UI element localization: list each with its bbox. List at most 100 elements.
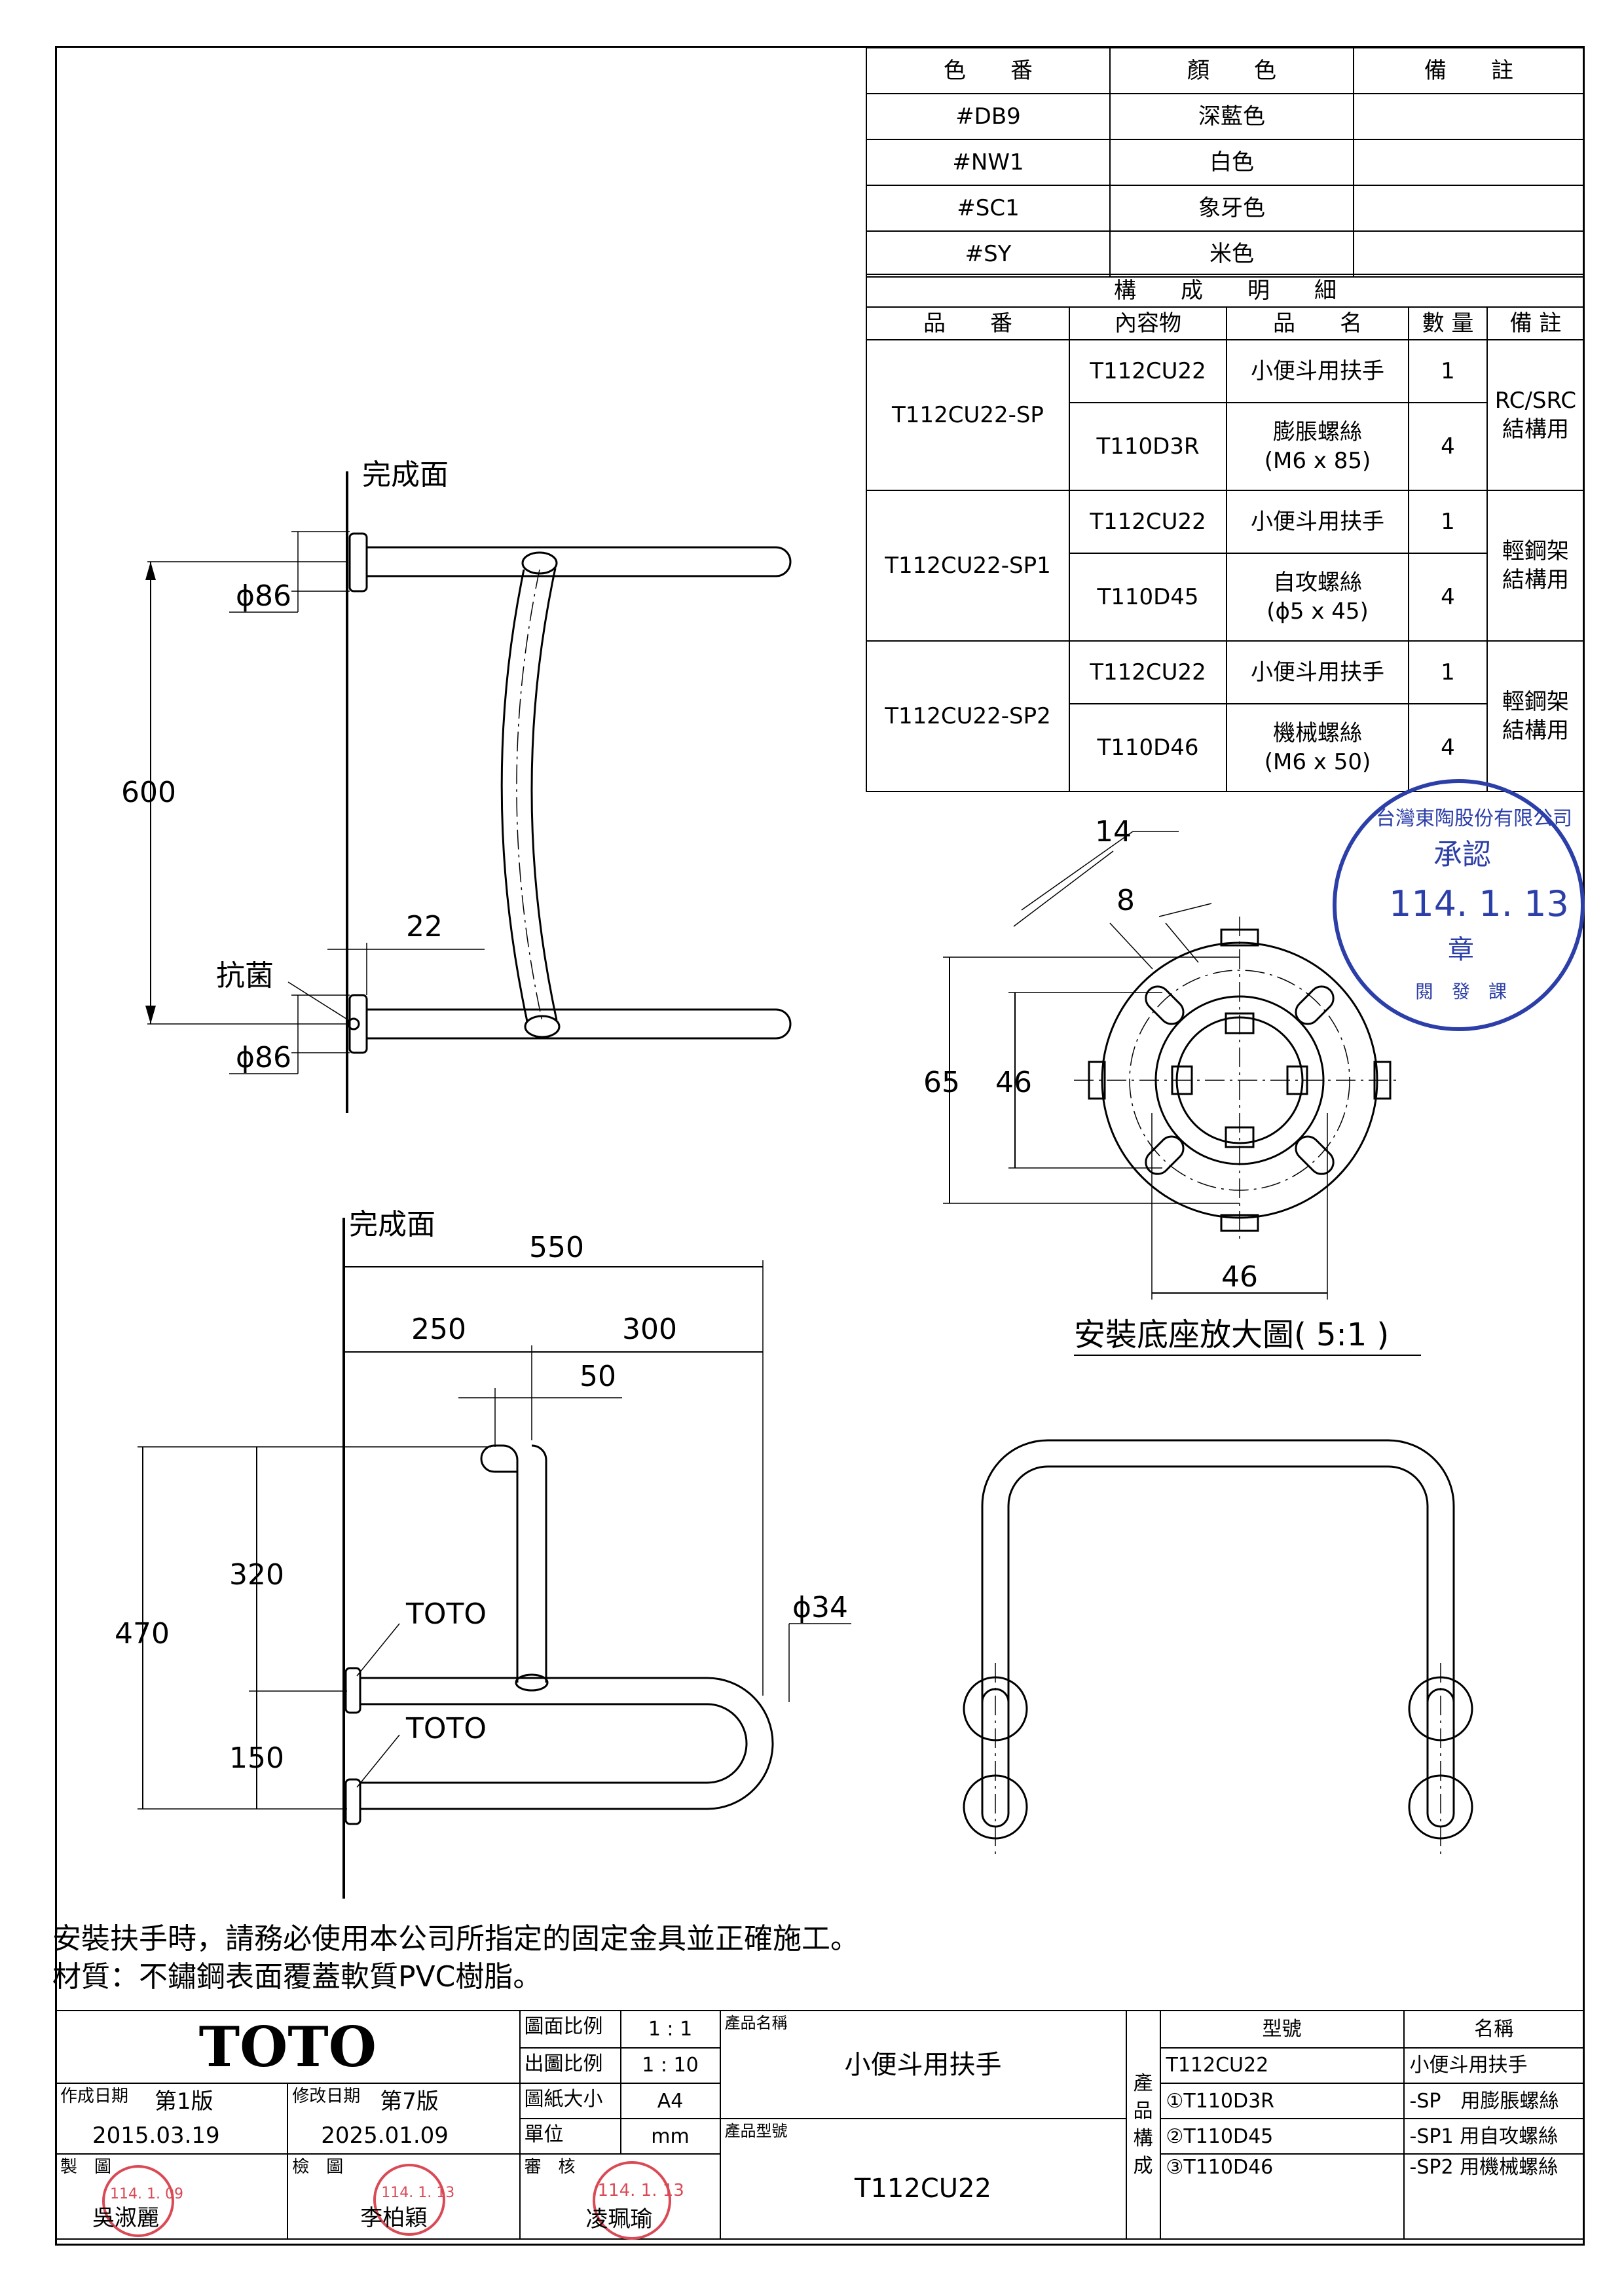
table-row: T112CU22-SP T112CU22 小便斗用扶手 1 RC/SRC 結構用 xyxy=(866,339,1585,492)
base-detail-view xyxy=(943,831,1421,1356)
content-code: T110D3R xyxy=(1069,402,1227,492)
mount-slot xyxy=(1145,985,1185,1025)
content-code: T110D45 xyxy=(1069,553,1227,642)
table-row: T110D45 自攻螺絲 (ϕ5 x 45) 4 xyxy=(866,553,1584,642)
size-label: 圖紙大小 xyxy=(519,2083,621,2120)
maker-stamp-date: 114. 1. 09 xyxy=(110,2186,183,2203)
drawing-frame xyxy=(55,46,1585,2246)
antibacterial-leader xyxy=(287,981,351,1022)
comp-header-model: 型號 xyxy=(1159,2010,1405,2049)
reviewer-stamp-date: 114. 1. 13 xyxy=(597,2181,684,2201)
dia-34-label: ϕ34 xyxy=(792,1591,848,1624)
stamp-dept: 閱 發 課 xyxy=(1415,981,1507,1002)
table-row: #SY 米色 xyxy=(866,230,1585,278)
comp-model: ①T110D3R xyxy=(1159,2083,1405,2120)
dim-470-label: 470 xyxy=(115,1617,170,1650)
dim-14-ext xyxy=(1013,850,1114,927)
comp-name: -SP2 用機械螺絲 xyxy=(1403,2153,1585,2240)
checker-stamp-date: 114. 1. 13 xyxy=(381,2185,455,2202)
color-header-note: 備 註 xyxy=(1353,47,1585,94)
created-date: 2015.03.19 xyxy=(92,2123,220,2149)
color-name: 米色 xyxy=(1109,230,1354,278)
upper-wall-flange xyxy=(344,1667,361,1714)
comp-model: ③T110D46 xyxy=(1159,2153,1405,2240)
material-note: 材質：不鏽鋼表面覆蓋軟質PVC樹脂。 xyxy=(52,1960,542,1994)
dia-86-bottom: ϕ86 xyxy=(236,1041,291,1074)
antibacterial-label: 抗菌 xyxy=(216,959,274,993)
color-header-code: 色 番 xyxy=(866,47,1111,94)
parts-header-content: 內容物 xyxy=(1069,306,1227,341)
dim-550-label: 550 xyxy=(529,1231,584,1264)
color-note xyxy=(1353,230,1585,278)
product-name-label: 產品名稱 xyxy=(724,2014,788,2032)
approval-stamp: 台灣東陶股份有限公司 承認 114. 1. 13 章 閱 發 課 xyxy=(1333,779,1585,1031)
u-bar-outer xyxy=(360,1677,774,1810)
stamp-date: 114. 1. 13 xyxy=(1389,883,1569,924)
riser-left xyxy=(480,1444,519,1683)
dim-46-h-label: 46 xyxy=(1221,1260,1258,1294)
base-detail-caption: 安裝底座放大圖( 5:1 ) xyxy=(1074,1317,1389,1353)
created-label: 作成日期 xyxy=(60,2086,129,2107)
content-code: T112CU22 xyxy=(1069,339,1227,404)
reviewer-label: 審 核 xyxy=(524,2157,576,2178)
bottom-wall-flange xyxy=(348,994,368,1054)
u-frame-inner xyxy=(1007,1465,1429,1709)
toto-leader xyxy=(356,1623,400,1677)
toto-brand-mark-2: TOTO xyxy=(405,1712,487,1745)
top-bar xyxy=(367,546,792,577)
mount-slot xyxy=(1295,985,1335,1025)
maker-stamp: 114. 1. 09 xyxy=(102,2165,183,2238)
content-qty: 4 xyxy=(1408,402,1488,492)
scale-label: 圖面比例 xyxy=(519,2010,621,2049)
unit-value: mm xyxy=(619,2118,721,2155)
checker-stamp: 114. 1. 13 xyxy=(373,2164,454,2236)
technical-drawing: 完成面 ϕ86 600 22 抗菌 ϕ86 14 8 65 46 46 安裝底座… xyxy=(115,458,1473,1899)
comp-model: ②T110D45 xyxy=(1159,2118,1405,2155)
color-table-header: 色 番 顏 色 備 註 xyxy=(866,47,1585,94)
side-view xyxy=(145,471,792,1113)
stamp-ring-text: 台灣東陶股份有限公司 xyxy=(1376,807,1572,830)
lower-wall-flange xyxy=(344,1778,361,1825)
stamp-title: 承認 xyxy=(1433,838,1491,871)
comp-name: -SP 用膨脹螺絲 xyxy=(1403,2083,1585,2120)
content-name: 小便斗用扶手 xyxy=(1226,339,1409,404)
dim-250-label: 250 xyxy=(411,1313,466,1346)
parts-table-title: 構 成 明 細 xyxy=(866,273,1585,308)
content-qty: 1 xyxy=(1408,640,1488,705)
content-qty: 4 xyxy=(1408,703,1488,793)
toto-logo: TOTO xyxy=(55,2009,521,2085)
parts-header-qty: 數 量 xyxy=(1408,306,1488,341)
table-row: T112CU22-SP1 T112CU22 小便斗用扶手 1 輕鋼架 結構用 xyxy=(866,490,1585,642)
mount-slot xyxy=(1295,1135,1335,1175)
reviewer-name: 凌珮瑜 xyxy=(585,2206,653,2233)
dim-ext-line xyxy=(1165,922,1199,963)
curved-bar-right-edge xyxy=(530,568,558,1021)
dim-300-label: 300 xyxy=(622,1313,677,1346)
size-value: A4 xyxy=(619,2083,721,2120)
dia-86-top: ϕ86 xyxy=(236,579,291,613)
color-code: #SY xyxy=(866,230,1111,278)
dim-65-label: 65 xyxy=(923,1066,960,1099)
reviewer-stamp: 114. 1. 13 xyxy=(592,2161,684,2240)
color-name: 深藍色 xyxy=(1109,93,1354,140)
top-joint xyxy=(521,551,558,575)
u-bar-inner xyxy=(360,1703,748,1784)
table-row: T112CU22-SP2 T112CU22 小便斗用扶手 1 輕鋼架 結構用 xyxy=(866,640,1585,793)
table-row: #SC1 象牙色 xyxy=(866,185,1585,232)
antibacterial-mark xyxy=(347,1017,360,1030)
comp-name: -SP1 用自攻螺絲 xyxy=(1403,2118,1585,2155)
toto-brand-mark-1: TOTO xyxy=(405,1597,487,1631)
stamp-seal: 章 xyxy=(1448,935,1474,965)
part-note: 輕鋼架 結構用 xyxy=(1486,490,1585,642)
content-qty: 4 xyxy=(1408,553,1488,642)
content-code: T112CU22 xyxy=(1069,640,1227,705)
product-model-label: 產品型號 xyxy=(724,2122,788,2141)
unit-label: 單位 xyxy=(519,2118,621,2155)
content-name: 小便斗用扶手 xyxy=(1226,490,1409,555)
modified-date: 2025.01.09 xyxy=(321,2123,449,2149)
dim-320-label: 320 xyxy=(229,1558,284,1592)
comp-name: 小便斗用扶手 xyxy=(1403,2047,1585,2085)
mount-slot xyxy=(1145,1135,1185,1175)
comp-header-name: 名稱 xyxy=(1403,2010,1585,2049)
content-qty: 1 xyxy=(1408,490,1488,555)
